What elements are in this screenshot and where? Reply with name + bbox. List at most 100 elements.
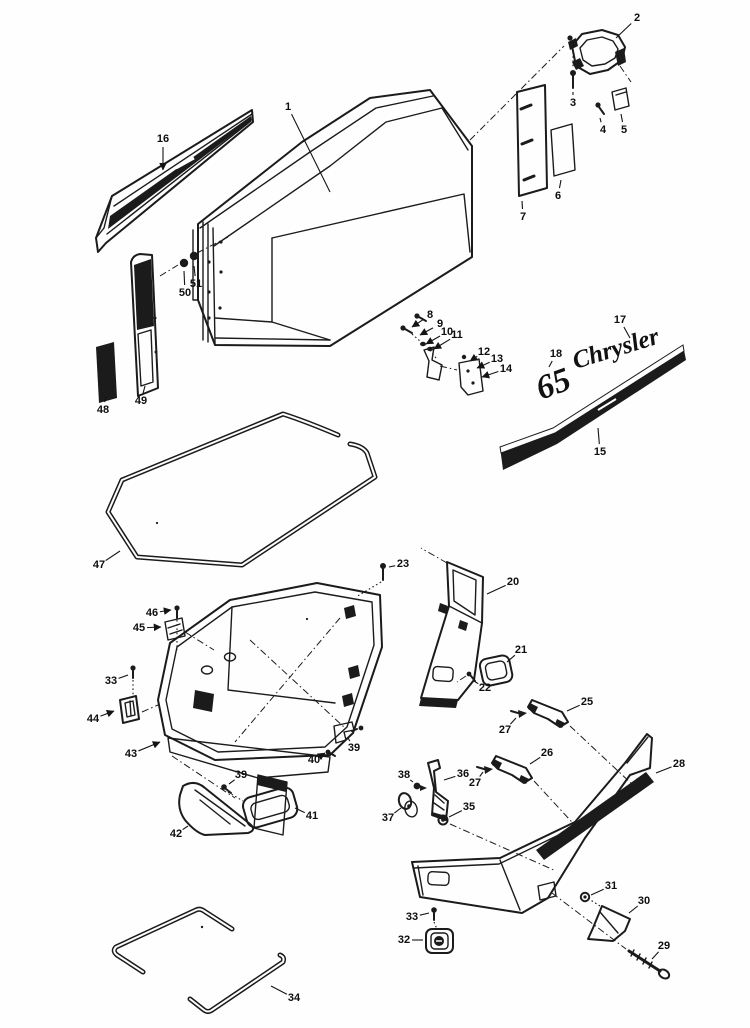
part-label-39: 39 (348, 742, 360, 754)
part-33-screw-left (130, 665, 136, 679)
part-label-28: 28 (673, 758, 685, 770)
leader-line-15 (597, 427, 600, 445)
part-36-latch-lever (427, 759, 449, 821)
part-label-26: 26 (541, 747, 553, 759)
leader-line-35 (448, 810, 463, 818)
part-label-43: 43 (125, 748, 137, 760)
part-50-grommet (179, 258, 189, 268)
leader-line-10 (425, 335, 441, 345)
part-label-41: 41 (306, 810, 318, 822)
part-49-side-panel (130, 253, 159, 397)
part-label-18: 18 (550, 348, 562, 360)
leader-line-33 (118, 674, 129, 679)
part-label-29: 29 (658, 940, 670, 952)
part-45-bracket (164, 617, 186, 641)
part-label-34: 34 (288, 992, 301, 1004)
leader-line-38 (409, 779, 414, 783)
part-label-33: 33 (406, 911, 418, 923)
leader-line-44 (100, 709, 115, 718)
part-label-40: 40 (308, 754, 320, 766)
part-label-37: 37 (382, 812, 394, 824)
leader-line-12 (469, 353, 479, 362)
leader-line-39 (347, 737, 351, 742)
part-label-44: 44 (87, 713, 100, 725)
leader-line-49 (142, 385, 146, 394)
leader-line-31 (590, 888, 604, 896)
part-label-4: 4 (600, 124, 607, 136)
part-2-latch-assembly (567, 29, 626, 75)
part-35-nut (437, 814, 449, 826)
chrysler-65-logo: 65 Chrysler (531, 323, 662, 407)
part-label-15: 15 (594, 446, 606, 458)
part-47-seal-loop (105, 411, 378, 568)
leader-line-6 (558, 179, 562, 189)
part-label-16: 16 (157, 133, 169, 145)
leader-line-18 (548, 360, 553, 368)
leader-line-29 (651, 951, 659, 960)
parts-39-40-clip-screws (325, 721, 364, 757)
part-39-screw-lower (221, 784, 232, 794)
part-22-screw (466, 671, 476, 682)
leader-line-43 (138, 741, 161, 752)
part-label-23: 23 (397, 558, 409, 570)
leader-line-8 (411, 318, 424, 328)
part-label-10: 10 (441, 326, 453, 338)
part-38-screw (413, 782, 427, 791)
part-label-9: 9 (437, 318, 443, 330)
leader-line-27 (479, 771, 484, 777)
leader-line-51 (193, 265, 196, 277)
part-label-47: 47 (93, 559, 105, 571)
part-label-49: 49 (135, 395, 147, 407)
leader-line-27 (510, 717, 517, 725)
part-label-3: 3 (570, 97, 576, 109)
part-label-6: 6 (555, 190, 561, 202)
part-46-screw (174, 605, 180, 619)
part-label-32: 32 (398, 934, 410, 946)
leader-line-25 (566, 704, 580, 712)
part-label-27: 27 (469, 777, 481, 789)
part-label-27: 27 (499, 724, 511, 736)
part-1-engine-cover (192, 89, 473, 347)
leader-line-28 (655, 766, 672, 774)
part-label-35: 35 (463, 801, 475, 813)
part-label-39: 39 (235, 769, 247, 781)
leader-line-37 (394, 807, 402, 814)
part-label-11: 11 (451, 329, 463, 341)
part-27-screw-lower (476, 766, 493, 774)
leader-line-48 (104, 395, 107, 403)
part-label-14: 14 (500, 363, 513, 375)
part-label-36: 36 (457, 768, 469, 780)
part-label-33: 33 (105, 675, 117, 687)
leader-line-21 (506, 654, 516, 663)
part-label-22: 22 (479, 682, 491, 694)
part-label-1: 1 (285, 101, 291, 113)
part-51-grommet (189, 251, 199, 261)
part-label-48: 48 (97, 404, 109, 416)
part-26-handle (491, 755, 533, 784)
leader-line-45 (146, 623, 162, 632)
part-label-8: 8 (427, 309, 433, 321)
part-label-50: 50 (179, 287, 191, 299)
part-42-scoop (178, 782, 254, 836)
leader-line-47 (105, 550, 121, 562)
part-28-lower-cowl (411, 733, 654, 914)
part-label-51: 51 (190, 278, 202, 290)
part-label-38: 38 (398, 769, 410, 781)
logo-65-text: 65 (531, 361, 576, 407)
part-48-pad (96, 342, 117, 403)
leader-line-5 (620, 113, 624, 123)
leader-line-33 (419, 912, 430, 916)
scan-specks (155, 521, 309, 929)
part-23-screw (380, 563, 386, 581)
part-34-retainer-rod (111, 906, 287, 1014)
part-30-bracket (587, 905, 631, 942)
leader-line-4 (599, 117, 602, 123)
part-25-handle (527, 699, 569, 728)
part-7-slotted-plate (516, 84, 548, 197)
leader-line-26 (529, 756, 541, 765)
parts-8-11-fasteners (400, 313, 443, 381)
leader-line-23 (388, 565, 396, 568)
part-32-grommet (425, 928, 454, 954)
part-3-screw (570, 70, 576, 89)
